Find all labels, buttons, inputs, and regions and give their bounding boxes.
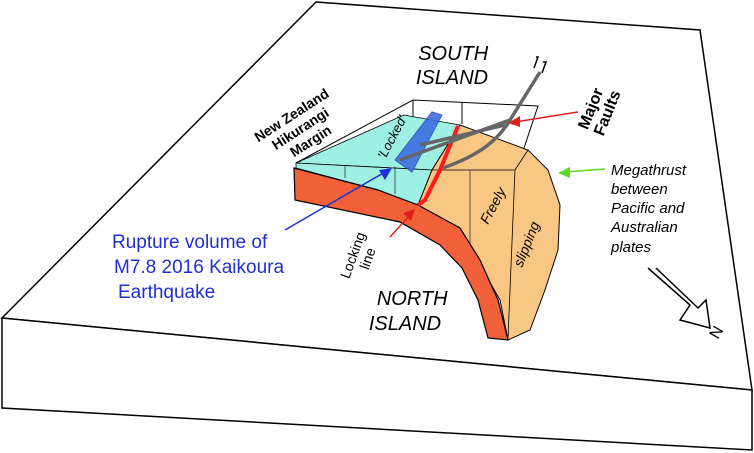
locking-line	[416, 125, 460, 207]
arrow-rupture	[284, 168, 392, 231]
north-arrow-icon	[647, 267, 711, 330]
arrow-major-faults	[508, 111, 579, 127]
strike-slip-sense-icon	[533, 56, 548, 74]
label-north-island: NORTH ISLAND	[369, 288, 453, 335]
major-faults	[399, 71, 542, 170]
box-outline	[295, 99, 539, 164]
base-block-front	[1, 317, 753, 451]
divider	[514, 149, 529, 171]
label-megathrust: Megathrust between Pacific and Australia…	[610, 162, 690, 256]
label-south-island: SOUTH ISLAND	[416, 43, 494, 89]
arrow-locking-line	[389, 209, 415, 238]
subducting-slab	[293, 167, 509, 341]
divider	[507, 169, 516, 339]
label-rupture-volume: Rupture volume of M7.8 2016 Kaikoura Ear…	[112, 232, 289, 303]
arrow-megathrust	[558, 167, 606, 178]
